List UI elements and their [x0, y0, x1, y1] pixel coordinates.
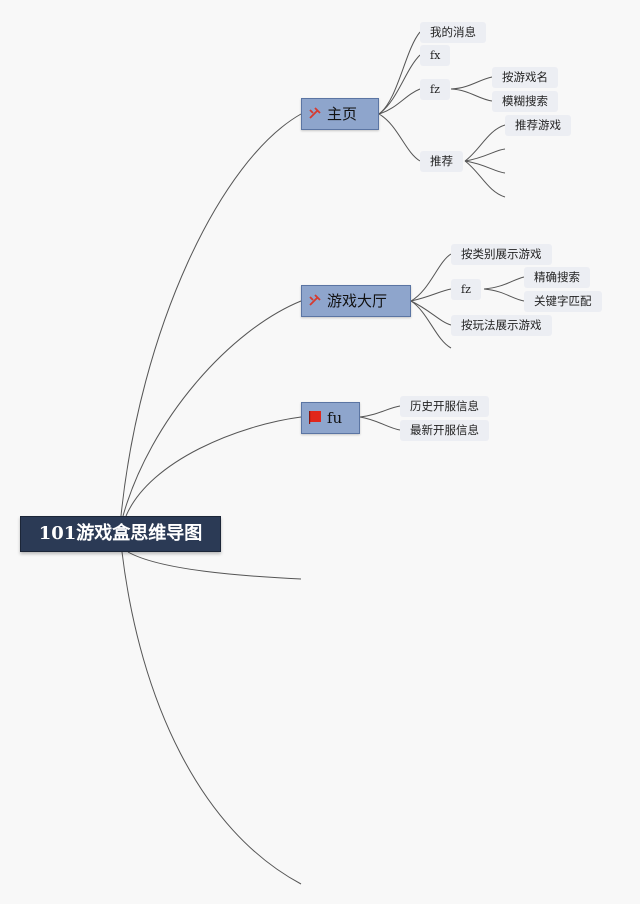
connector-home-fz — [378, 88, 421, 115]
connector-recommend-empty-1 — [464, 148, 506, 162]
branch-game-lobby[interactable]: 游戏大厅 — [301, 285, 411, 317]
connector-root-fu — [125, 416, 302, 517]
leaf-latest-server-info[interactable]: 最新开服信息 — [400, 420, 489, 441]
tools-icon — [308, 100, 322, 130]
leaf-my-messages[interactable]: 我的消息 — [420, 22, 486, 43]
leaf-show-by-category[interactable]: 按类别展示游戏 — [451, 244, 552, 265]
branch-label: 游戏大厅 — [327, 292, 388, 310]
leaf-fz-lobby[interactable]: fz — [451, 279, 481, 300]
connector-fz-by-name — [450, 76, 493, 90]
connector-home-recommend — [378, 113, 421, 162]
connector-fz2-exact — [483, 276, 525, 290]
connector-lobby-by-category — [410, 253, 452, 302]
connector-root-homepage — [120, 113, 302, 517]
connector-root-lobby — [122, 300, 302, 517]
red-flag-icon — [308, 404, 322, 434]
leaf-keyword-match[interactable]: 关键字匹配 — [524, 291, 602, 312]
leaf-fuzzy-search[interactable]: 模糊搜索 — [492, 91, 558, 112]
connector-recommend-games — [464, 124, 506, 162]
leaf-search-by-name[interactable]: 按游戏名 — [492, 67, 558, 88]
branch-label: 主页 — [327, 105, 358, 123]
connector-recommend-empty-3 — [464, 160, 506, 198]
branch-fu[interactable]: fu — [301, 402, 360, 434]
leaf-fz[interactable]: fz — [420, 79, 450, 100]
connector-home-fx — [378, 54, 421, 115]
leaf-recommended-games[interactable]: 推荐游戏 — [505, 115, 571, 136]
leaf-history-server-info[interactable]: 历史开服信息 — [400, 396, 489, 417]
branch-homepage[interactable]: 主页 — [301, 98, 379, 130]
connector-fz2-keyword — [483, 288, 525, 302]
connector-fz-fuzzy — [450, 88, 493, 102]
connector-root-empty-1 — [127, 551, 302, 580]
leaf-exact-search[interactable]: 精确搜索 — [524, 267, 590, 288]
connector-root-empty-2 — [121, 551, 302, 885]
connector-fu-history — [359, 405, 401, 418]
connector-lobby-empty — [410, 300, 452, 349]
connector-fu-latest — [359, 416, 401, 431]
tools-icon — [308, 287, 322, 317]
leaf-recommend[interactable]: 推荐 — [420, 151, 463, 172]
leaf-show-by-gameplay[interactable]: 按玩法展示游戏 — [451, 315, 552, 336]
root-node[interactable]: 101游戏盒思维导图 — [20, 516, 221, 552]
connector-recommend-empty-2 — [464, 160, 506, 174]
connector-lobby-by-play — [410, 300, 452, 326]
connector-lobby-fz — [410, 288, 452, 302]
connector-home-messages — [378, 31, 421, 115]
leaf-fx[interactable]: fx — [420, 45, 451, 66]
branch-label: fu — [327, 409, 343, 427]
